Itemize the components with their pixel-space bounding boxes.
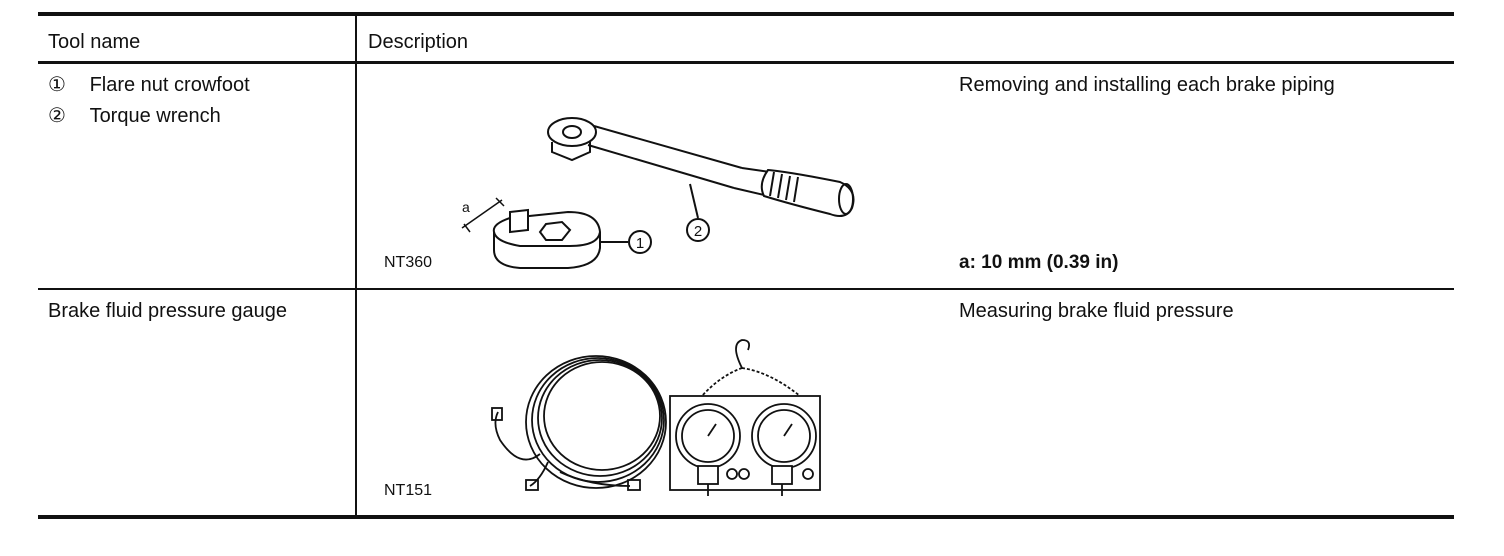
row2-description: Measuring brake fluid pressure (959, 300, 1234, 322)
header-tool-name: Tool name (48, 31, 141, 53)
row1-description: Removing and installing each brake pipin… (959, 74, 1335, 96)
dimension-a-label: a (462, 199, 470, 215)
row2-tool-name: Brake fluid pressure gauge (48, 300, 288, 322)
tool-item-1-name: Flare nut crowfoot (89, 74, 250, 96)
figure-code-nt360: NT360 (384, 254, 433, 271)
table-top-border (38, 12, 1454, 16)
tool-item-1: ① Flare nut crowfoot (48, 73, 250, 97)
item-marker-2: ② (48, 105, 66, 127)
table-bottom-border (38, 515, 1454, 519)
item-marker-1: ① (48, 74, 66, 96)
tool-item-2: ② Torque wrench (48, 104, 221, 128)
row-divider (38, 288, 1454, 290)
column-divider (355, 14, 357, 519)
callout-2-label: 2 (694, 223, 702, 240)
header-bottom-border (38, 61, 1454, 64)
figure-code-nt151: NT151 (384, 482, 433, 499)
header-description: Description (368, 31, 469, 53)
callout-1-label: 1 (636, 235, 644, 252)
tool-item-2-name: Torque wrench (89, 105, 221, 127)
row1-dimension-note: a: 10 mm (0.39 in) (959, 252, 1119, 273)
